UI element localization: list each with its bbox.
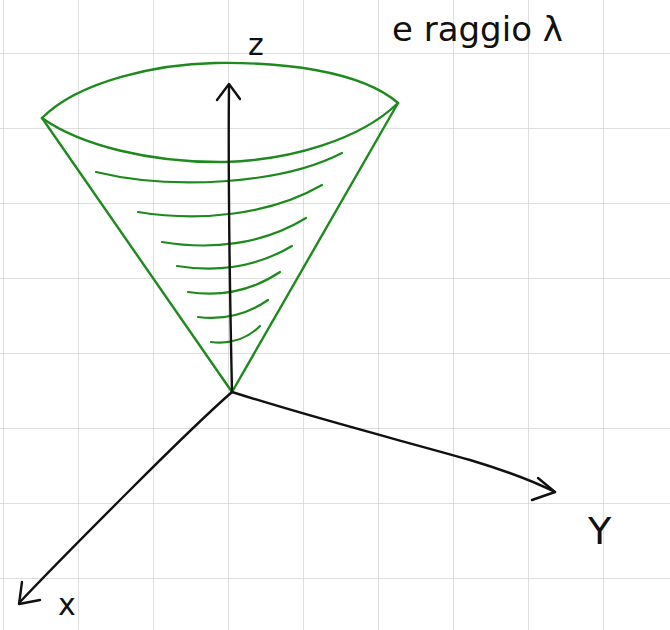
axes — [19, 84, 555, 604]
cone-hatching — [96, 153, 342, 342]
y-arrowhead — [532, 478, 555, 500]
cone-rim-front — [42, 103, 398, 162]
axis-label: Y — [588, 512, 611, 550]
x-axis — [20, 392, 232, 602]
z-axis — [229, 86, 232, 392]
x-arrowhead — [19, 582, 40, 604]
cone-rim-back — [42, 63, 398, 118]
y-axis — [232, 392, 555, 492]
z-arrowhead — [217, 84, 240, 100]
axis-label: x — [58, 590, 76, 620]
cone-sides — [42, 103, 398, 392]
cone — [42, 63, 398, 392]
axis-label: z — [248, 30, 264, 60]
radius-note: e raggio λ — [392, 12, 563, 46]
